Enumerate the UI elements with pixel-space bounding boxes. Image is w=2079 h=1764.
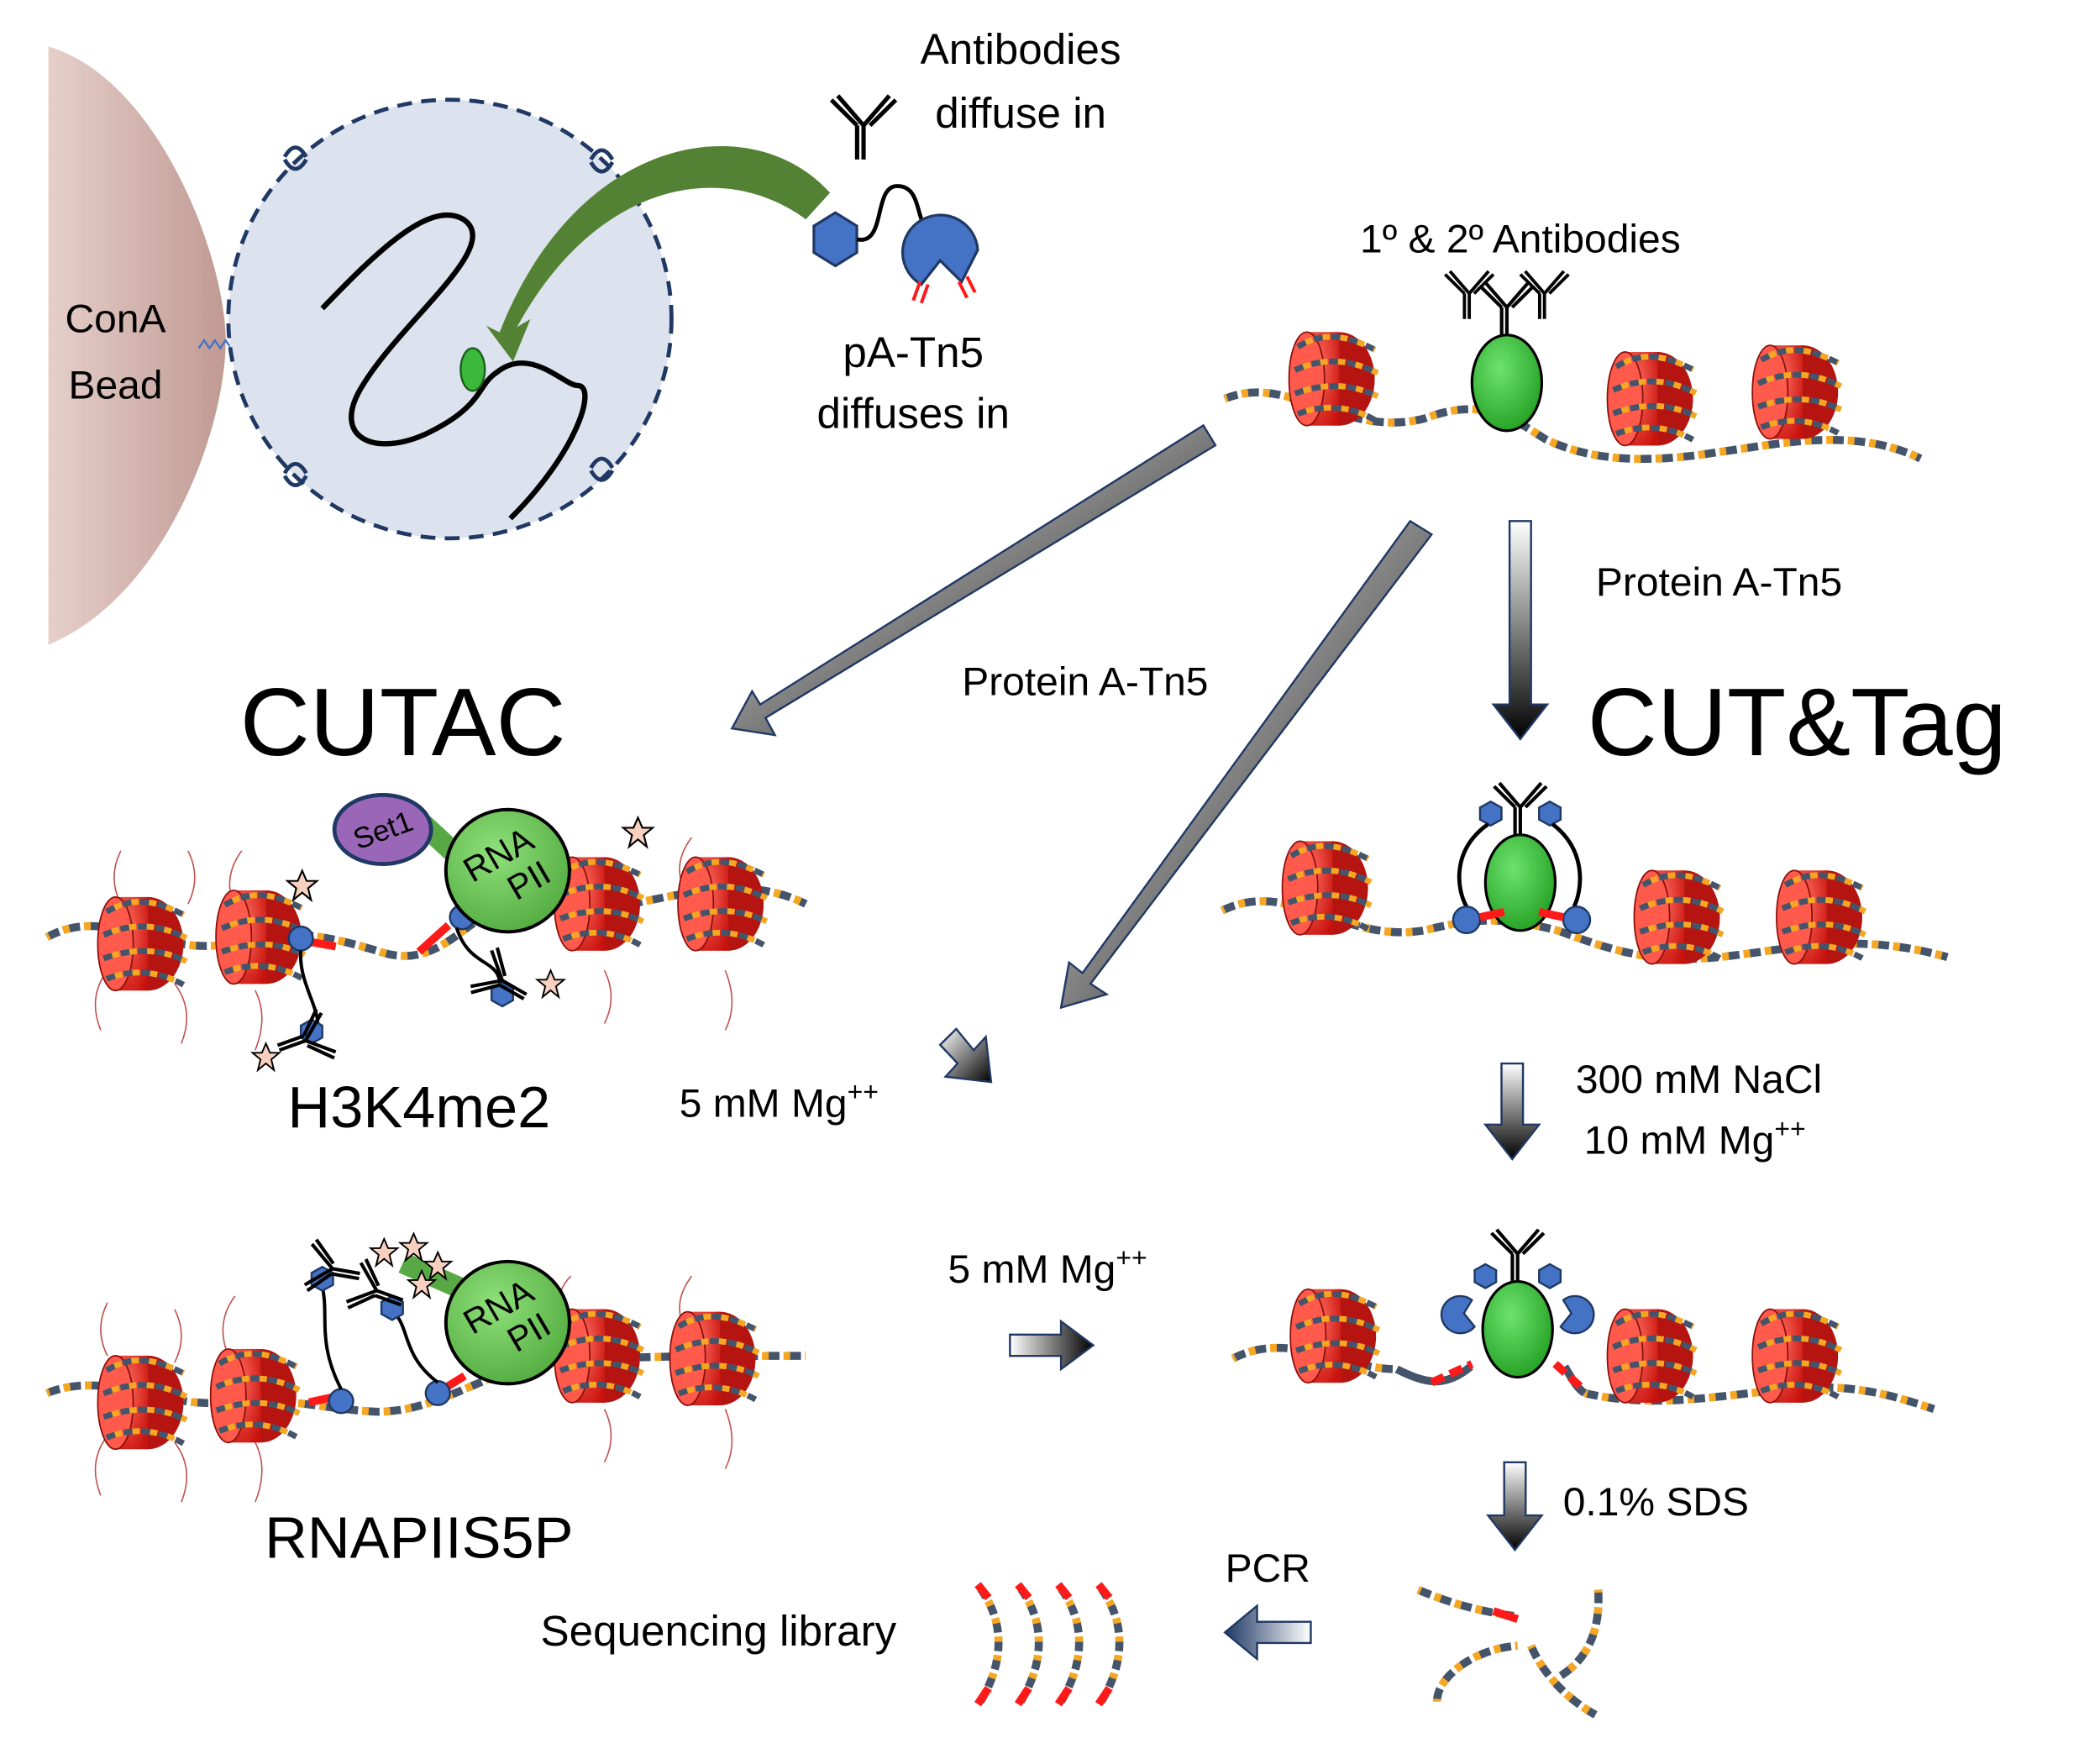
nucleosome (1777, 870, 1866, 963)
released-fragments (1416, 1586, 1603, 1719)
protein-a-tn5-label-cuttag: Protein A-Tn5 (1596, 560, 1842, 605)
arrow-nacl (1483, 1062, 1541, 1161)
rnapiis5p-label: RNAPIIS5P (265, 1505, 573, 1571)
pa-tn5-label-1: pA-Tn5 (843, 328, 984, 376)
arrow-sds (1486, 1461, 1544, 1552)
arrow-to-cutac (730, 423, 1217, 737)
rnapii-protein (444, 807, 571, 934)
bead-linker (197, 338, 232, 350)
target-antigen (1481, 1279, 1554, 1379)
target-antigen (1470, 333, 1544, 433)
cona-bead (48, 46, 226, 645)
diffuse-in-arrow (486, 145, 831, 362)
cutac-rnapiis5p-panel: RNA PII (45, 1232, 806, 1503)
superscript: ++ (1116, 1242, 1147, 1273)
cuttag-title: CUT&Tag (1588, 669, 2007, 775)
nucleosome (97, 897, 186, 990)
set1-protein (332, 792, 433, 867)
nucleosome (211, 1349, 300, 1442)
arrow-to-mg-upper (1059, 519, 1434, 1010)
secondary-antibody-icon (1518, 269, 1571, 321)
nucleosome (670, 1312, 759, 1405)
mg-10mm-label: 10 mM Mg++ (1584, 1114, 1806, 1163)
sequencing-library-fragments (974, 1582, 1124, 1707)
superscript: ++ (848, 1076, 879, 1106)
primary-secondary-antibodies-label: 1º & 2º Antibodies (1360, 218, 1681, 262)
antibodies-label-2: diffuse in (935, 89, 1106, 137)
nuclear-pores (282, 145, 615, 487)
chromatin-top-right (1223, 269, 1923, 464)
antibodies-label-1: Antibodies (921, 25, 1121, 73)
chromatin-strand (320, 212, 588, 521)
nucleosome (1634, 870, 1723, 963)
nucleosome (1607, 1309, 1696, 1402)
cutac-title: CUTAC (240, 669, 566, 775)
pa-tn5-icon (812, 184, 979, 304)
target-antigen-in-nucleus (459, 347, 486, 392)
protein-a-tn5-label-cutac: Protein A-Tn5 (962, 660, 1208, 705)
cutac-h3k4me2-panel: Set1 RNA PII (45, 792, 808, 1074)
nucleosome (678, 857, 767, 950)
arrow-mg-lower (1009, 1319, 1095, 1372)
secondary-antibody-icon (1443, 269, 1495, 321)
pcr-label: PCR (1226, 1546, 1310, 1591)
sequencing-library-label: Sequencing library (541, 1607, 897, 1655)
arrow-to-cuttag (1491, 520, 1550, 741)
mg-5mm-upper-label: 5 mM Mg++ (680, 1076, 879, 1126)
nucleosome (97, 1356, 186, 1449)
nacl-label: 300 mM NaCl (1576, 1058, 1822, 1102)
sds-label: 0.1% SDS (1563, 1480, 1749, 1525)
nucleosome (1607, 352, 1696, 445)
arrow-pcr (1223, 1604, 1312, 1662)
permeabilized-nucleus (226, 97, 674, 541)
cuttag-cleaved-panel (1231, 1230, 1935, 1413)
arrow-mg-upper (938, 1027, 993, 1084)
nucleosome (1752, 1309, 1841, 1402)
bead-label-2: Bead (68, 364, 162, 408)
pa-tn5-label-2: diffuses in (817, 390, 1010, 438)
h3k4me2-label: H3K4me2 (287, 1074, 550, 1140)
antibody-icon (832, 96, 896, 160)
bead-label-1: ConA (66, 297, 166, 342)
nucleosome (1290, 1289, 1379, 1383)
superscript: ++ (1774, 1114, 1805, 1144)
nucleosome (1752, 345, 1841, 438)
mg-5mm-lower-label: 5 mM Mg++ (948, 1242, 1147, 1292)
cuttag-tethered-panel (1220, 783, 1949, 964)
primary-antibody-icon (1481, 283, 1533, 335)
nucleosome (1283, 841, 1372, 934)
nucleosome (1289, 332, 1378, 425)
rnapii-protein (444, 1259, 571, 1386)
